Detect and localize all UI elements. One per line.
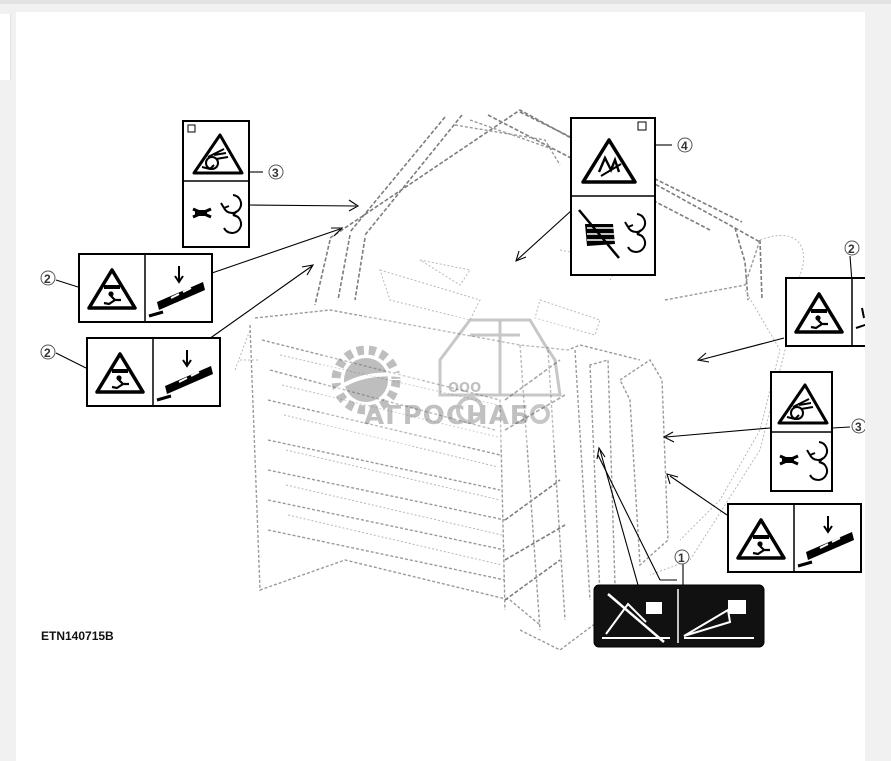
sidebar-tab	[0, 14, 11, 80]
svg-text:3: 3	[272, 166, 279, 180]
guard-drop-hazard-decal	[593, 584, 765, 648]
figure-id: ETN140715B	[41, 629, 114, 643]
svg-text:2: 2	[848, 242, 855, 256]
callout-number: 3	[268, 164, 284, 180]
entanglement-hazard-decal	[182, 120, 250, 248]
callout-number: 4	[677, 137, 693, 153]
diagram-panel: ООО АГРОСНАБ	[16, 12, 865, 761]
svg-text:2: 2	[44, 346, 51, 360]
watermark: ООО АГРОСНАБ	[322, 316, 570, 446]
leader-lines	[55, 144, 853, 586]
callout-number: 2	[844, 240, 860, 256]
crush-hazard-decal	[785, 277, 865, 347]
watermark-company-prefix: ООО	[448, 381, 481, 396]
crush-hazard-decal	[86, 337, 221, 407]
callout-number: 1	[674, 549, 690, 565]
hand-cut-hazard-decal	[570, 117, 656, 276]
watermark-brand: АГРОСНАБ	[364, 401, 531, 431]
svg-text:1: 1	[678, 551, 685, 565]
svg-text:2: 2	[44, 272, 51, 286]
hand-icon	[578, 209, 620, 259]
callout-number: 2	[40, 270, 56, 286]
svg-text:3: 3	[855, 420, 862, 434]
svg-text:4: 4	[681, 139, 688, 153]
entanglement-hazard-decal	[770, 371, 833, 492]
crush-hazard-decal	[727, 503, 862, 573]
combine-harvester-icon	[438, 318, 562, 424]
top-bar	[0, 0, 891, 4]
safety-decal-diagram: ООО АГРОСНАБ	[40, 109, 865, 651]
callout-number: 3	[851, 418, 865, 434]
callout-number: 2	[40, 344, 56, 360]
crush-hazard-decal	[78, 253, 213, 323]
gear-icon	[331, 345, 421, 415]
